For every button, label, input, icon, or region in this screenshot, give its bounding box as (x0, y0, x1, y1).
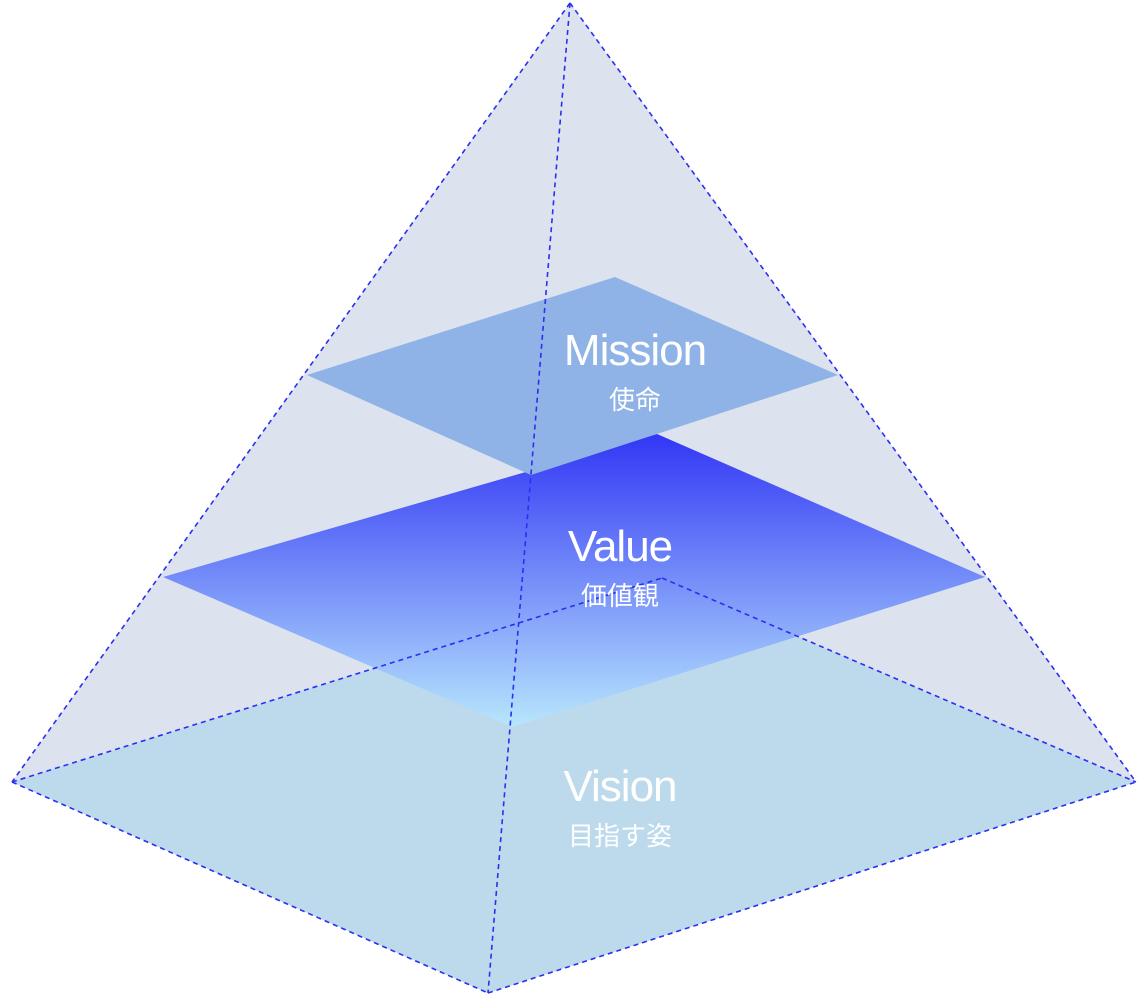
value-label: Value 価値観 (567, 522, 673, 613)
mission-title: Mission (563, 326, 707, 375)
value-title: Value (567, 522, 673, 571)
mission-label: Mission 使命 (563, 326, 707, 417)
mission-plane (307, 277, 838, 475)
mission-subtitle: 使命 (608, 386, 661, 416)
pyramid-edges (11, 2, 1137, 994)
edge-base-front-right (487, 781, 1137, 994)
edge-front (487, 2, 571, 994)
edge-left (11, 2, 571, 783)
edge-right (569, 2, 1137, 783)
edge-base-back-left (11, 577, 663, 783)
value-subtitle: 価値観 (580, 582, 659, 612)
vision-base-plane (12, 578, 1136, 993)
value-plane (163, 434, 985, 727)
vision-label: Vision 目指す姿 (563, 762, 677, 853)
vision-title: Vision (563, 762, 677, 811)
edge-base-front-left (11, 781, 489, 994)
vision-subtitle: 目指す姿 (567, 822, 673, 852)
